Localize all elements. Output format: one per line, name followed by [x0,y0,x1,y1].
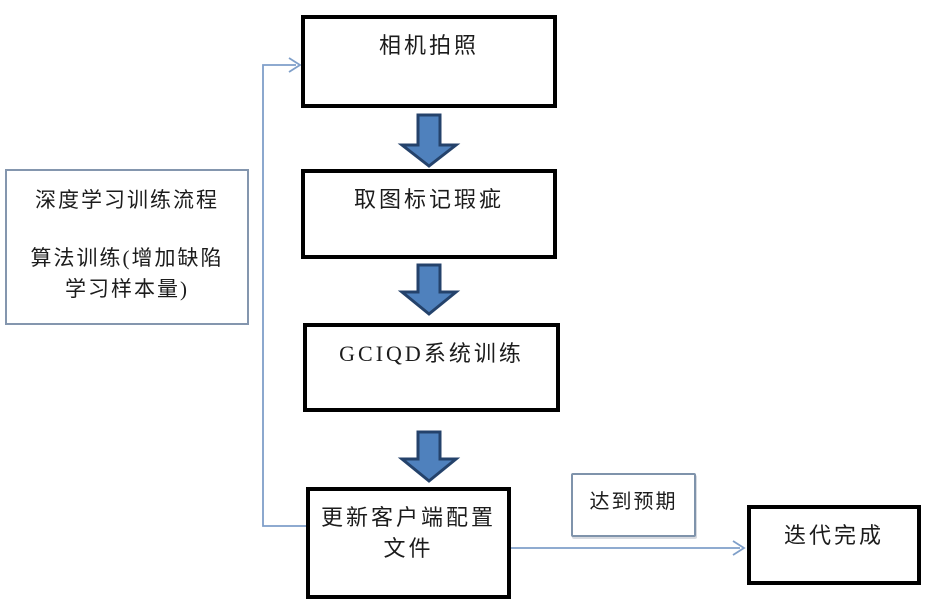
down-block-arrow-1 [397,113,461,168]
info-box-line1: 深度学习训练流程 [35,188,219,212]
info-box-line2: 算法训练(增加缺陷学习样本量) [30,246,224,301]
node-gciqd-training-label: GCIQD系统训练 [339,341,524,366]
edge-label-expectation-text: 达到预期 [589,491,678,513]
node-iteration-done-label: 迭代完成 [783,523,884,548]
result-arrowhead-icon [732,540,746,556]
node-gciqd-training: GCIQD系统训练 [303,323,560,412]
node-camera: 相机拍照 [301,15,557,108]
feedback-line [262,64,306,527]
down-block-arrow-3 [397,430,461,483]
node-iteration-done: 迭代完成 [747,505,921,585]
node-mark-defects: 取图标记瑕疵 [301,169,557,259]
node-camera-label: 相机拍照 [378,33,479,58]
node-update-config-label: 更新客户端配置文件 [320,505,496,561]
node-mark-defects-label: 取图标记瑕疵 [353,187,504,212]
edge-label-expectation: 达到预期 [571,473,696,537]
info-box: 深度学习训练流程 算法训练(增加缺陷学习样本量) [5,169,249,325]
feedback-arrowhead-icon [288,57,302,73]
node-update-config: 更新客户端配置文件 [306,487,511,599]
down-block-arrow-2 [397,263,461,316]
